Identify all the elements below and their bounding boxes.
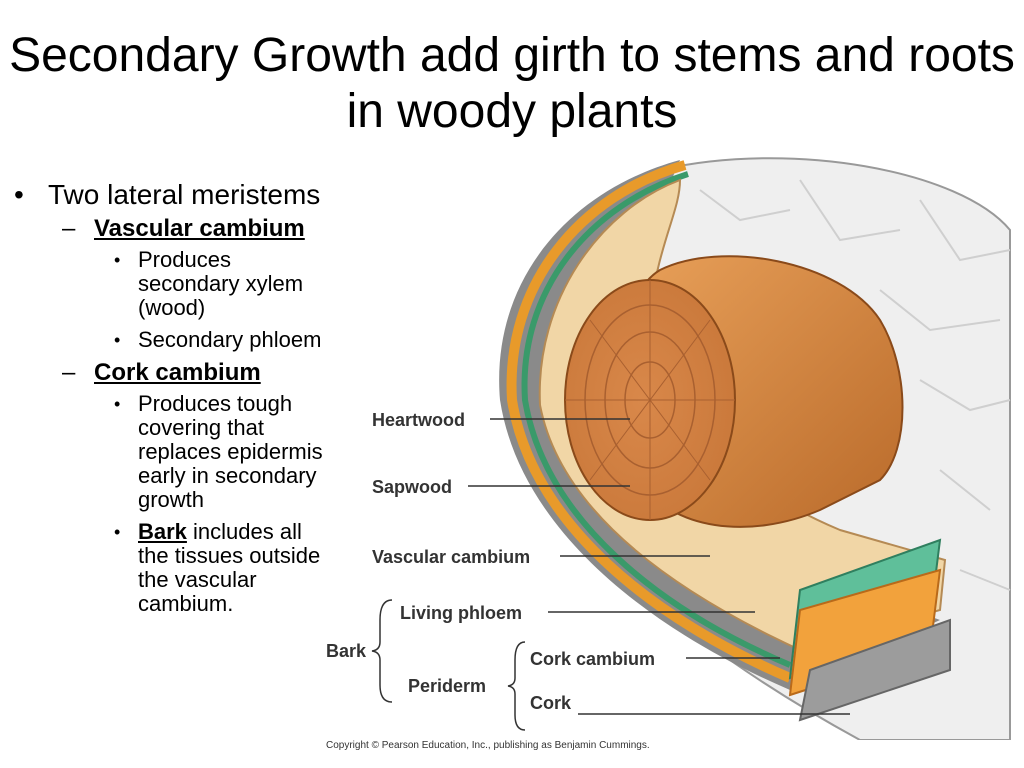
label-cork-cambium: Cork cambium [530, 649, 780, 669]
dash-marker: – [62, 215, 76, 242]
label-vascular-cambium: Vascular cambium [372, 547, 710, 567]
bark-term: Bark [138, 519, 187, 544]
bullet-marker: • [114, 330, 121, 350]
label-periderm: Periderm [408, 641, 526, 731]
periderm-label: Periderm [408, 676, 486, 696]
cork-label: Cork [530, 693, 572, 713]
bark-description: includes all the tissues outside the vas… [138, 519, 321, 616]
subsubbullet-bark: • Bark includes all the tissues outside … [14, 520, 334, 616]
cork-cambium-heading: Cork cambium [94, 359, 261, 386]
bullet-text: Secondary phloem [138, 327, 322, 352]
label-living-phloem: Living phloem [400, 603, 755, 623]
copyright-notice: Copyright © Pearson Education, Inc., pub… [326, 740, 650, 751]
subbullet-cork-cambium: – Cork cambium [14, 360, 334, 386]
vascular-cambium-label: Vascular cambium [372, 547, 530, 567]
dash-marker: – [62, 359, 76, 386]
bullet-two-lateral-meristems: • Two lateral meristems [14, 180, 334, 210]
slide-title: Secondary Growth add girth to stems and … [9, 29, 1015, 138]
subsubbullet-produces-xylem: • Produces secondary xylem (wood) [14, 248, 334, 320]
bark-label: Bark [326, 641, 367, 661]
cork-strip [798, 618, 951, 722]
bullet-marker: • [114, 250, 121, 270]
bullet-text: Produces tough covering that replaces ep… [138, 391, 323, 512]
bullet-marker: • [14, 179, 24, 210]
sapwood-label: Sapwood [372, 477, 452, 497]
heartwood-label: Heartwood [372, 410, 465, 430]
vascular-cambium-heading: Vascular cambium [94, 215, 305, 242]
subsubbullet-secondary-phloem: • Secondary phloem [14, 328, 334, 352]
bullet-text: Produces secondary xylem (wood) [138, 247, 304, 320]
bullet-marker: • [114, 394, 121, 414]
bullet-list: • Two lateral meristems – Vascular cambi… [14, 180, 334, 624]
label-sapwood: Sapwood [372, 477, 630, 497]
bullet-marker: • [114, 522, 121, 542]
cork-cambium-label: Cork cambium [530, 649, 655, 669]
subsubbullet-tough-covering: • Produces tough covering that replaces … [14, 392, 334, 512]
subbullet-vascular-cambium: – Vascular cambium [14, 216, 334, 242]
bullet-text: Two lateral meristems [48, 179, 321, 210]
label-heartwood: Heartwood [372, 410, 630, 430]
living-phloem-label: Living phloem [400, 603, 522, 623]
label-cork: Cork [530, 693, 850, 715]
stem-cross-section-diagram: Heartwood Sapwood Vascular cambium Livin… [326, 157, 1011, 740]
heartwood-cylinder [564, 255, 904, 528]
label-bark: Bark [326, 599, 393, 703]
